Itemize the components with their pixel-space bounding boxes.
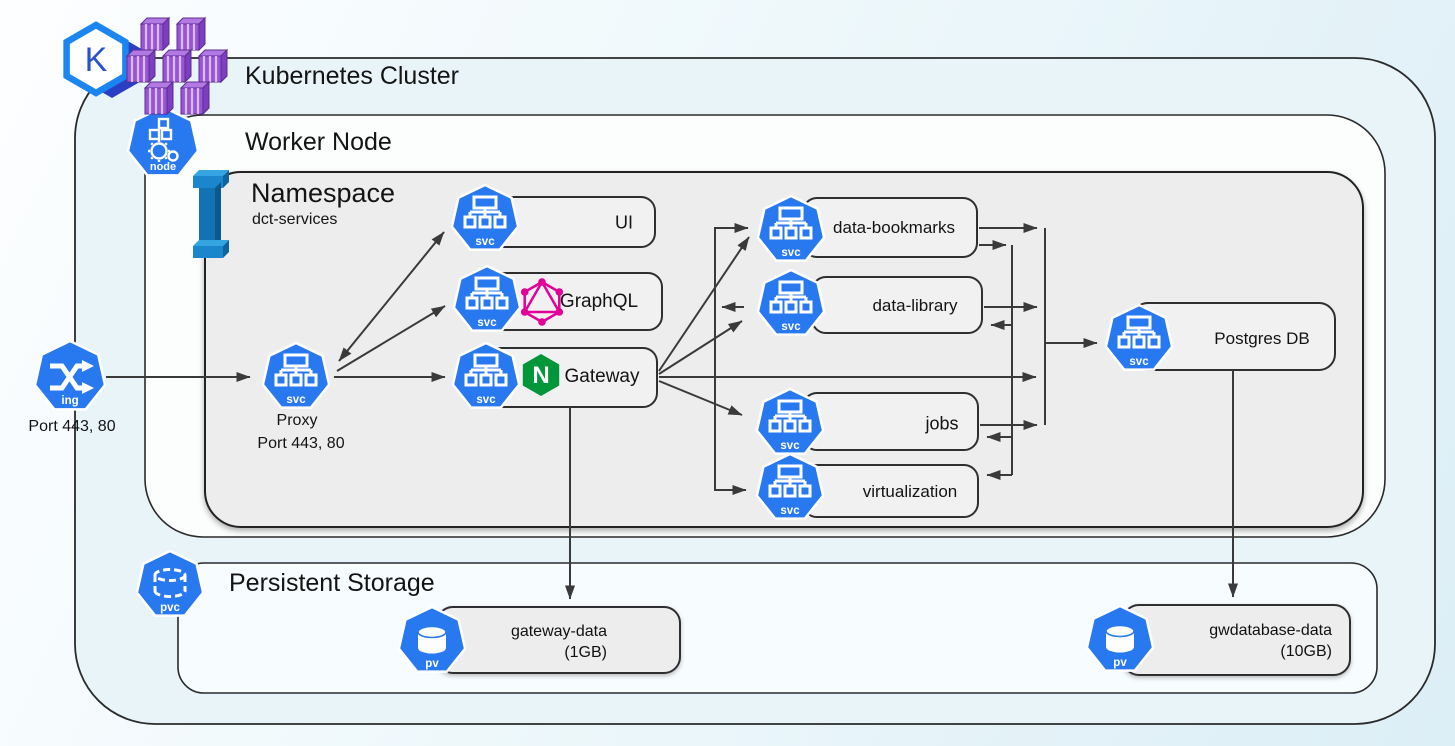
data-bookmarks-label: data-bookmarks: [833, 218, 955, 237]
node-badge: node: [150, 161, 176, 173]
nginx-logo-letter: N: [532, 362, 549, 389]
pvc-badge: pvc: [160, 602, 180, 614]
proxy-ports-label: Port 443, 80: [257, 435, 345, 452]
persistent-storage-title: Persistent Storage: [229, 569, 435, 597]
ingress-icon: ing: [33, 339, 107, 411]
trunk-left: [714, 223, 749, 495]
cluster-title: Kubernetes Cluster: [245, 62, 460, 90]
data-library-label: data-library: [872, 296, 958, 315]
namespace-name: dct-services: [252, 211, 338, 228]
jobs-label: jobs: [925, 413, 959, 434]
gateway-data-size: (1GB): [564, 644, 607, 661]
namespace-box: [204, 171, 1364, 528]
ing-badge: ing: [61, 395, 78, 407]
arrow-gateway-to-jobs: [658, 380, 743, 416]
worker-node-title: Worker Node: [245, 128, 392, 156]
arrow-gateway-to-library: [658, 320, 743, 375]
ingress-ports-label: Port 443, 80: [28, 418, 116, 435]
ui-label: UI: [615, 212, 633, 233]
proxy-label: Proxy: [276, 412, 318, 429]
gwdatabase-data-label: gwdatabase-data (10GB): [1140, 620, 1332, 662]
graphql-label: GraphQL: [559, 291, 639, 312]
gateway-label: Gateway: [564, 366, 640, 387]
namespace-title: Namespace: [251, 178, 396, 208]
connection-arrows: [106, 223, 1238, 600]
k8s-logo-letter: K: [85, 41, 108, 79]
pvc-icon: pvc: [135, 549, 205, 617]
gateway-data-label: gateway-data (1GB): [437, 621, 607, 663]
arrow-proxy-to-graphql: [336, 305, 446, 372]
virtualization-label: virtualization: [862, 482, 958, 501]
kubernetes-logo-icon: K: [63, 21, 141, 98]
gwdatabase-data-size: (10GB): [1280, 643, 1332, 660]
gwdatabase-data-name: gwdatabase-data: [1209, 622, 1332, 639]
gateway-data-name: gateway-data: [510, 623, 607, 640]
postgres-label: Postgres DB: [1214, 329, 1310, 348]
arrow-proxy-ui: [338, 231, 445, 362]
namespace-pillar-icon: [193, 170, 229, 258]
node-icon: node: [126, 105, 200, 177]
nginx-logo-icon: N: [522, 354, 560, 396]
graphql-logo-icon: [520, 278, 564, 326]
